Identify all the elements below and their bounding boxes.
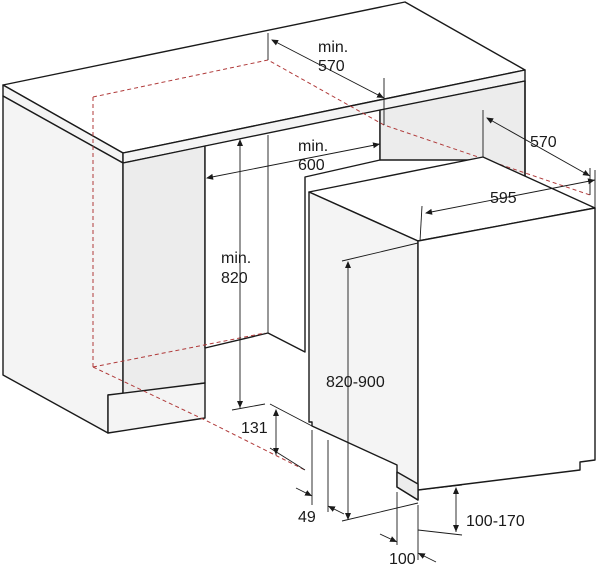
- dim-top-depth: [271, 39, 385, 99]
- dimension-lines: [206, 33, 596, 563]
- label-foot-height: 100-170: [466, 513, 525, 530]
- hidden-floor-front: [92, 366, 306, 471]
- appliance-side: [308, 191, 419, 501]
- left-plinth: [107, 382, 206, 434]
- dim-foot-depth: [417, 552, 437, 563]
- dishwasher: [308, 156, 596, 501]
- label-foot-depth: 100: [389, 551, 416, 567]
- label-appliance-width: 595: [490, 190, 517, 207]
- label-opening-height-b: 820: [221, 270, 248, 287]
- appliance-foot: [396, 471, 419, 501]
- dim-plinth-setback: [327, 505, 345, 515]
- left-cabinet-front: [122, 145, 206, 396]
- dim-opening-width: [206, 142, 381, 180]
- label-top-depth-a: min.: [318, 39, 348, 56]
- label-opening-width-a: min.: [298, 138, 328, 155]
- label-plinth-height: 131: [241, 420, 268, 437]
- label-opening-width-b: 600: [298, 157, 325, 174]
- label-appliance-height: 820-900: [326, 374, 385, 391]
- dim-appliance-width: [425, 178, 596, 215]
- label-appliance-depth: 570: [530, 134, 557, 151]
- hidden-floor-back: [92, 332, 266, 368]
- labels: min. 570 570 min. 600 595 min. 820 820-9…: [221, 39, 557, 567]
- label-opening-height-a: min.: [221, 250, 251, 267]
- label-plinth-setback: 49: [298, 509, 316, 526]
- dim-appliance-depth: [486, 117, 591, 177]
- appliance-door: [417, 207, 596, 491]
- label-top-depth-b: 570: [318, 58, 345, 75]
